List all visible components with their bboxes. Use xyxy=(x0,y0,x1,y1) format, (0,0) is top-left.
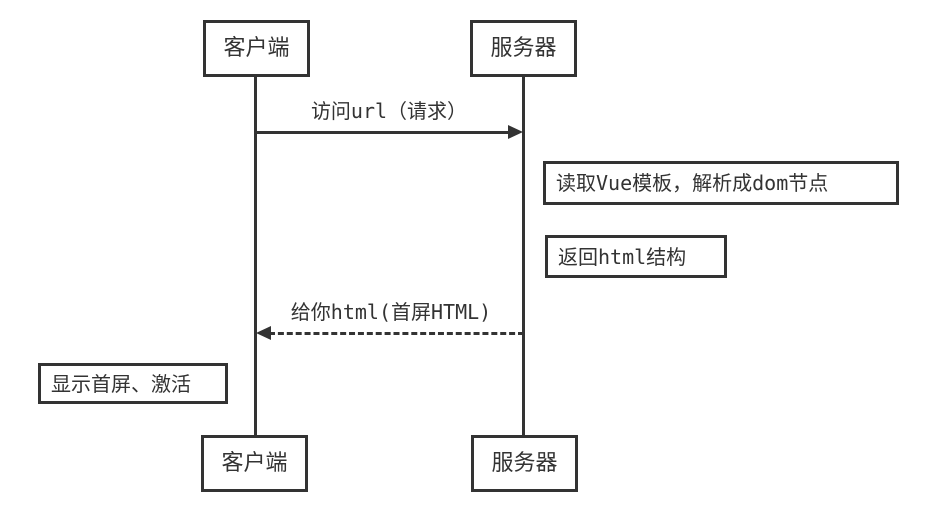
actor-client-top: 客户端 xyxy=(203,20,310,77)
response-message-label: 给你html(首屏HTML) xyxy=(290,300,492,324)
response-arrowhead-icon xyxy=(256,326,271,340)
client-note-display-hydrate: 显示首屏、激活 xyxy=(38,363,228,404)
server-note-parse-template: 读取Vue模板，解析成dom节点 xyxy=(543,161,899,205)
request-arrowhead-icon xyxy=(508,125,523,139)
actor-client-bottom: 客户端 xyxy=(201,435,308,492)
actor-server-top: 服务器 xyxy=(470,20,577,77)
actor-server-bottom: 服务器 xyxy=(471,435,578,492)
request-message-label: 访问url（请求） xyxy=(310,99,468,123)
server-lifeline xyxy=(522,76,525,436)
request-arrow-line xyxy=(255,131,509,134)
response-arrow-line xyxy=(269,332,524,335)
client-lifeline xyxy=(254,76,257,436)
server-note-return-html: 返回html结构 xyxy=(545,235,727,278)
